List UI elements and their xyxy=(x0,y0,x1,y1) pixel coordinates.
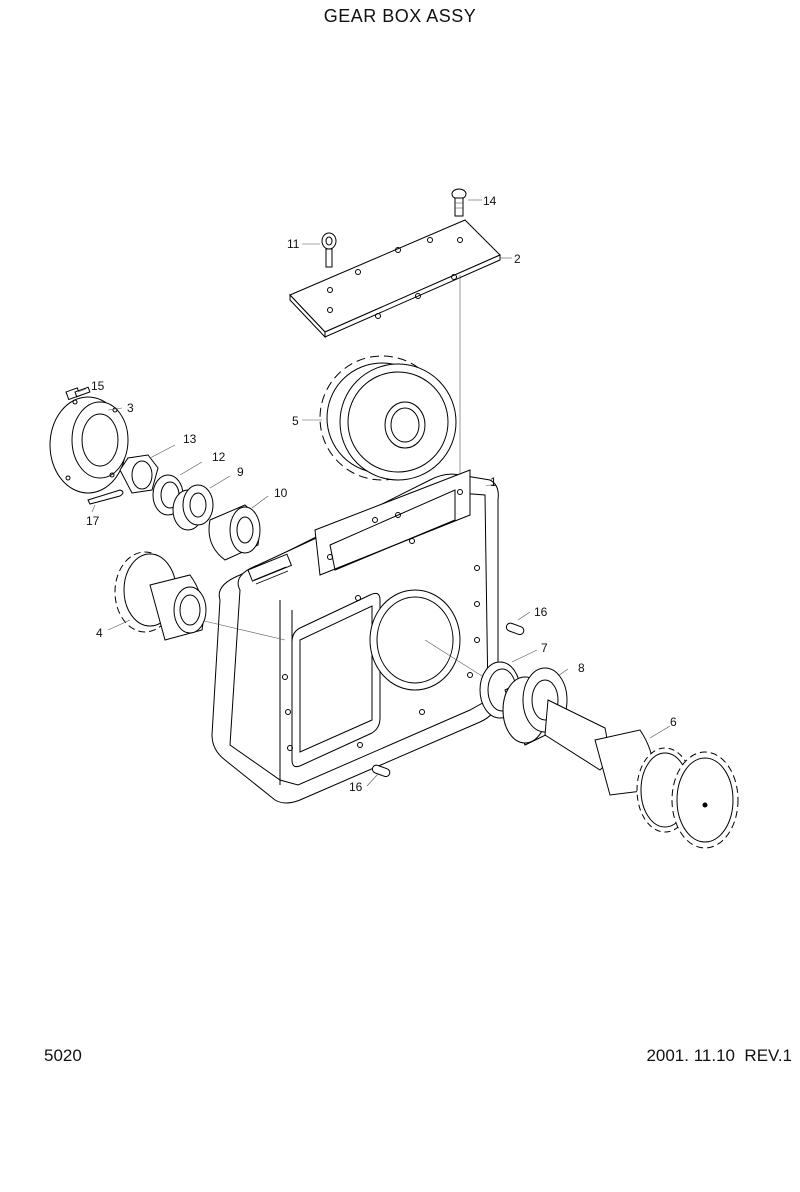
callout-1: 1 xyxy=(490,475,497,489)
callout-2: 2 xyxy=(514,252,521,266)
page-number: 5020 xyxy=(44,1046,82,1065)
callout-17: 17 xyxy=(86,514,100,528)
part-5-large-gear xyxy=(302,355,457,481)
callout-5: 5 xyxy=(292,414,299,428)
part-10-sleeve xyxy=(208,495,269,561)
part-6-output-shaft xyxy=(544,699,739,849)
callout-7: 7 xyxy=(541,641,548,655)
part-17-cotter-pin xyxy=(87,489,124,513)
callout-9: 9 xyxy=(237,465,244,479)
callout-10: 10 xyxy=(274,486,288,500)
part-13-castle-nut xyxy=(119,444,176,494)
callout-12: 12 xyxy=(212,450,226,464)
part-16-dowel-pin-lower xyxy=(366,764,391,787)
callout-13: 13 xyxy=(183,432,197,446)
callout-3: 3 xyxy=(127,401,134,415)
part-11-eye-bolt xyxy=(302,232,337,268)
diagram-title: GEAR BOX ASSY xyxy=(323,6,477,26)
callout-8: 8 xyxy=(578,661,585,675)
callout-14: 14 xyxy=(483,194,497,208)
callout-15: 15 xyxy=(91,379,105,393)
callout-6: 6 xyxy=(670,715,677,729)
callout-16-upper: 16 xyxy=(534,605,548,619)
callout-4: 4 xyxy=(96,626,103,640)
callout-11: 11 xyxy=(287,237,300,251)
date-revision: 2001. 11.10 REV.1 xyxy=(646,1046,792,1065)
part-4-small-gear xyxy=(107,551,207,641)
part-14-bolt xyxy=(451,188,482,217)
callout-16-lower: 16 xyxy=(349,780,363,794)
part-15-bolt xyxy=(65,386,91,401)
part-2-cover-plate xyxy=(289,219,512,490)
part-3-flange-cover xyxy=(49,396,129,494)
part-1-gearbox-housing xyxy=(199,469,521,804)
part-16-dowel-pin-upper xyxy=(505,611,531,636)
part-9-bearing xyxy=(172,475,231,531)
